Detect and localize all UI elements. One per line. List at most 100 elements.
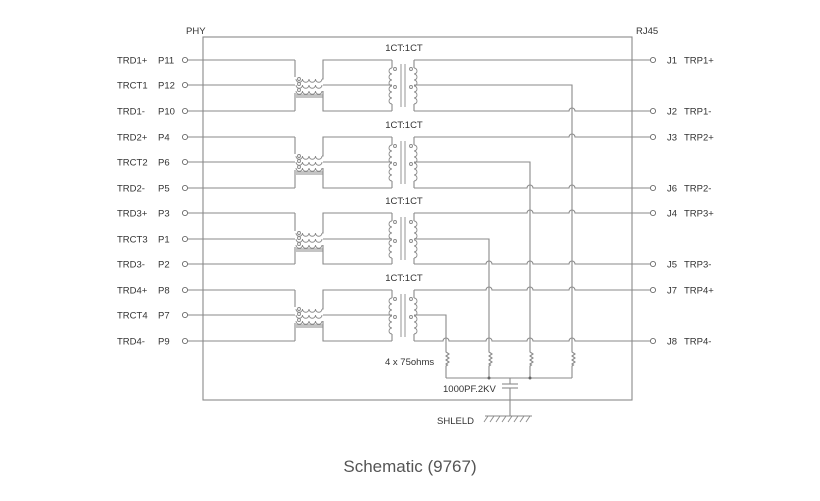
coil-winding (295, 314, 323, 319)
center-tap-wire (414, 314, 447, 348)
left-pin-number: P6 (158, 158, 170, 169)
phy-label: PHY (186, 26, 206, 37)
ground-hatch (501, 415, 507, 423)
right-signal-label: TRP3+ (684, 209, 714, 220)
polarity-dot (297, 236, 301, 240)
coil-winding (413, 315, 418, 335)
wire (322, 321, 392, 342)
wire (322, 212, 392, 234)
ground-hatch (489, 415, 495, 423)
left-pin-number: P11 (158, 56, 174, 67)
output-wire (414, 107, 650, 112)
polarity-dot (393, 85, 397, 89)
polarity-dot (297, 242, 301, 246)
left-pin-number: P9 (158, 337, 170, 348)
coil-winding (413, 220, 418, 240)
left-pin-number: P4 (158, 133, 170, 144)
left-signal-label: TRCT4 (117, 311, 148, 322)
right-pin-number: J4 (667, 209, 677, 220)
channel-3: 1CT:1CT (188, 196, 423, 265)
coil-winding (295, 90, 323, 95)
output-wire (414, 337, 650, 342)
left-signal-label: TRD3+ (117, 209, 148, 220)
channel-4: 1CT:1CT (188, 273, 423, 342)
coil-winding (295, 238, 323, 243)
right-signal-label: TRP1+ (684, 56, 714, 67)
pin-terminal (649, 209, 657, 217)
right-signal-label: TRP2+ (684, 133, 714, 144)
left-signal-label: TRCT3 (117, 235, 148, 246)
pin-terminal (181, 56, 189, 64)
pin-terminal (181, 107, 189, 115)
pin-terminal (181, 184, 189, 192)
pin-terminal (181, 209, 189, 217)
output-wire (414, 286, 650, 291)
left-signal-label: TRD2+ (117, 133, 148, 144)
polarity-dot (393, 239, 397, 243)
output-wire (414, 260, 650, 265)
left-signal-label: TRD1- (117, 107, 145, 118)
coil-winding (388, 297, 393, 317)
right-signal-label: TRP3- (684, 260, 711, 271)
right-signal-label: TRP4- (684, 337, 711, 348)
wire (322, 136, 392, 157)
output-wire (414, 133, 650, 138)
polarity-dot (409, 315, 413, 319)
polarity-dot (297, 307, 301, 311)
center-tap-wire (414, 84, 573, 348)
polarity-dot (393, 297, 397, 301)
left-signal-label: TRCT2 (117, 158, 148, 169)
coil-winding (388, 239, 393, 259)
coil-winding (295, 167, 323, 172)
left-pin-number: P5 (158, 184, 170, 195)
ground-hatch (495, 415, 501, 423)
pin-terminal (649, 56, 657, 64)
left-signal-label: TRCT1 (117, 81, 148, 92)
coil-winding (413, 239, 418, 259)
polarity-dot (393, 315, 397, 319)
polarity-dot (409, 239, 413, 243)
coil-winding (295, 84, 323, 89)
pin-terminal (649, 337, 657, 345)
wire (322, 59, 392, 80)
polarity-dot (297, 318, 301, 322)
polarity-dot (297, 159, 301, 163)
right-pin-number: J7 (667, 286, 677, 297)
polarity-dot (393, 144, 397, 148)
coil-winding (388, 315, 393, 335)
left-pin-number: P7 (158, 311, 170, 322)
resistor-75ohm (445, 348, 450, 378)
left-signal-label: TRD4+ (117, 286, 148, 297)
transformer-ratio-label: 1CT:1CT (385, 196, 423, 207)
pin-terminal (649, 260, 657, 268)
channel-1: 1CT:1CT (188, 43, 423, 112)
diagram-title: Schematic (9767) (343, 457, 476, 476)
transformer-ratio-label: 1CT:1CT (385, 120, 423, 131)
coil-winding (413, 67, 418, 87)
coil-winding (295, 320, 323, 325)
capacitor-label: 1000PF.2KV (443, 384, 496, 395)
polarity-dot (409, 67, 413, 71)
coil-winding (413, 144, 418, 164)
wire (322, 289, 392, 310)
pin-terminal (181, 311, 189, 319)
ground-hatch (507, 415, 513, 423)
center-tap-wire (414, 161, 531, 348)
junction-dot (528, 376, 532, 380)
polarity-dot (409, 144, 413, 148)
coil-winding (388, 85, 393, 105)
channels: 1CT:1CT 1CT:1CT 1CT:1CT 1CT:1CT (188, 43, 423, 342)
resistor-label: 4 x 75ohms (385, 357, 434, 368)
pin-terminal (181, 260, 189, 268)
polarity-dot (297, 165, 301, 169)
left-pin-number: P10 (158, 107, 175, 118)
coil-winding (295, 232, 323, 237)
polarity-dot (409, 220, 413, 224)
left-signal-label: TRD4- (117, 337, 145, 348)
output-wire (414, 184, 650, 189)
right-signal-label: TRP1- (684, 107, 711, 118)
right-pin-number: J2 (667, 107, 677, 118)
output-wire (414, 209, 650, 214)
polarity-dot (409, 297, 413, 301)
